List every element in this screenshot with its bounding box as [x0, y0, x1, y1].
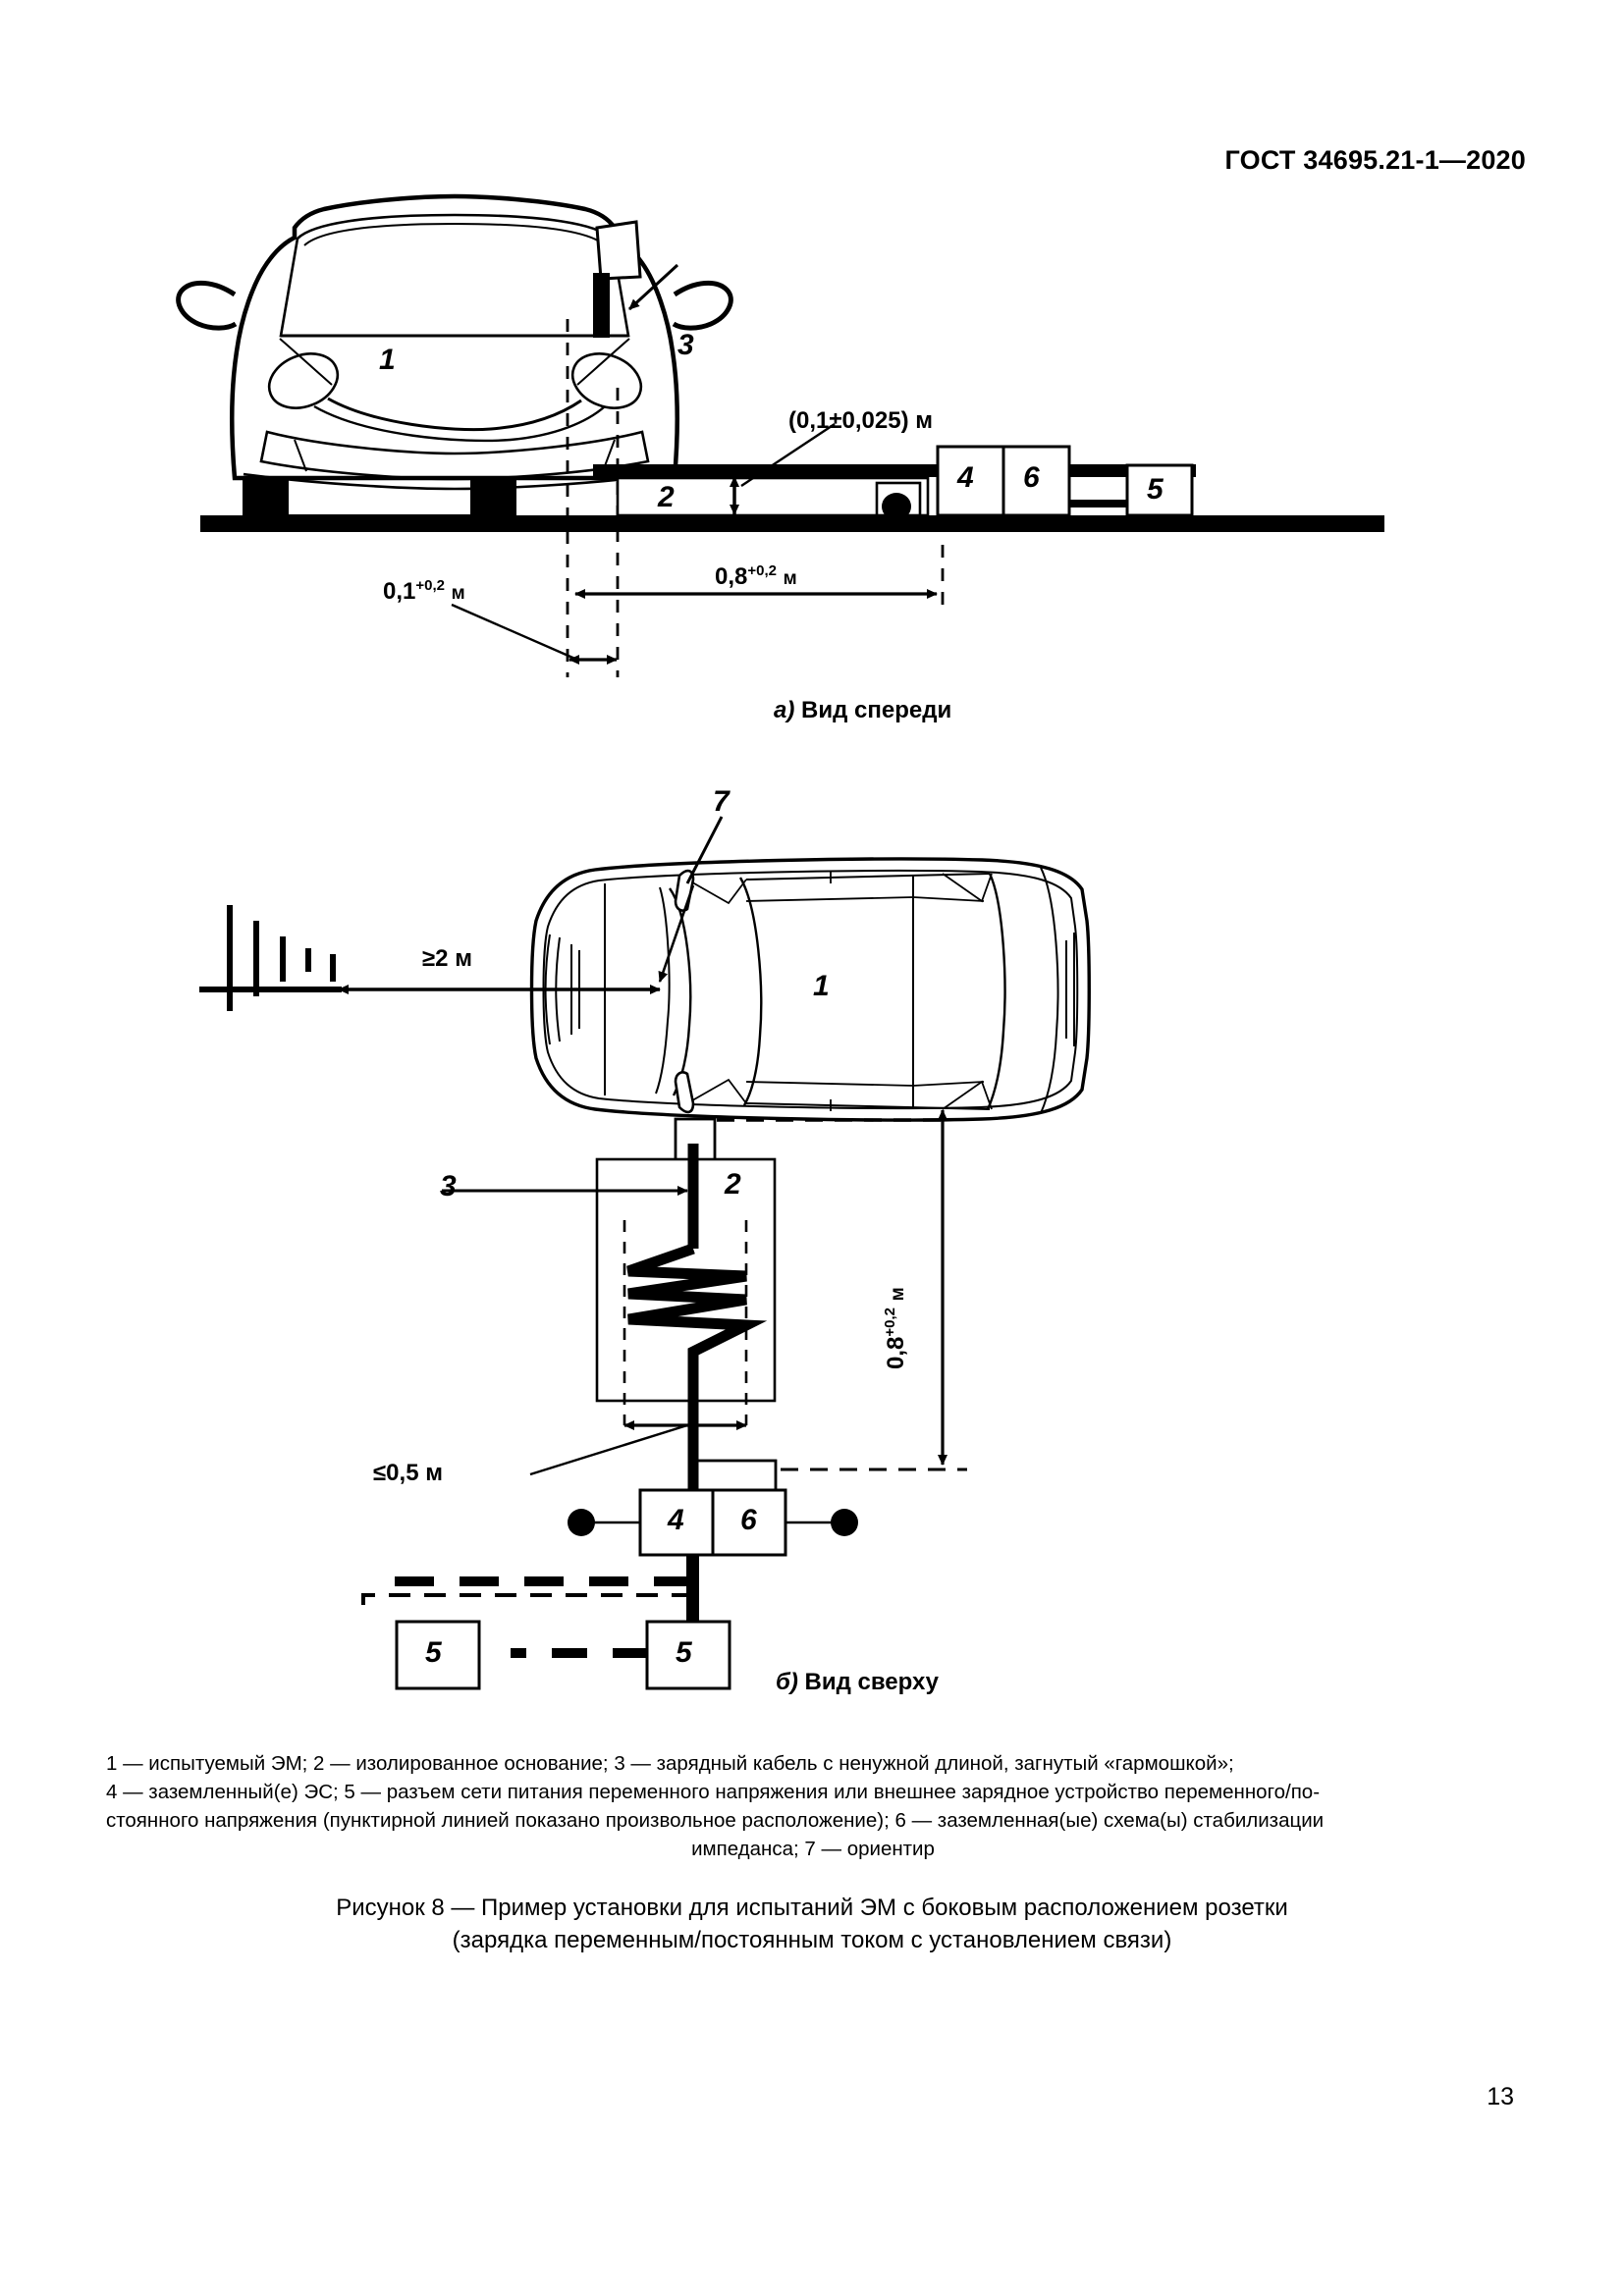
- arbitrary-routing-dashed: [361, 1576, 693, 1658]
- label-item-5-top-right: 5: [676, 1636, 692, 1669]
- caption-front-view: а) Вид спереди: [774, 697, 952, 723]
- figure-caption: Рисунок 8 — Пример установки для испытан…: [0, 1893, 1624, 1956]
- label-item-1-front: 1: [379, 344, 396, 376]
- isolated-base-top: [595, 1157, 777, 1403]
- label-item-5-front: 5: [1147, 473, 1164, 506]
- top-view-group: [199, 816, 1091, 1690]
- antenna-symbol-top: [199, 905, 342, 1011]
- charging-cable-top: [626, 1144, 768, 1531]
- caption-top-view: б) Вид сверху: [776, 1669, 939, 1695]
- leader-item3-front: [627, 263, 679, 311]
- dim-label-0-1-front: 0,1+0,2 м: [383, 577, 465, 605]
- equipment-boxes-top: [568, 1488, 858, 1557]
- label-item-1-top: 1: [813, 970, 830, 1002]
- legend-line-4: импеданса; 7 — ориентир: [691, 1838, 935, 1861]
- label-item-7-top: 7: [713, 785, 730, 818]
- label-item-3-front: 3: [677, 329, 694, 361]
- figure-legend: 1 — испытуемый ЭМ; 2 — изолированное осн…: [106, 1749, 1520, 1863]
- ground-dot-right: [831, 1509, 858, 1536]
- front-view-group: [176, 193, 1384, 677]
- figure-caption-line-1: Рисунок 8 — Пример установки для испытан…: [336, 1895, 1288, 1921]
- label-item-6-front: 6: [1023, 461, 1040, 494]
- front-view-dimension-lines: [451, 589, 938, 665]
- vehicle-front-outline: [176, 193, 733, 491]
- legend-line-1: 1 — испытуемый ЭМ; 2 — изолированное осн…: [106, 1752, 1234, 1775]
- label-item-6-top: 6: [740, 1504, 757, 1536]
- charging-inlet-top: [674, 1117, 717, 1170]
- dim-label-0-8-front: 0,8+0,2 м: [715, 562, 797, 590]
- page-number: 13: [1487, 2083, 1514, 2110]
- leader-0-1-label: [451, 603, 578, 662]
- isolated-base-front: [593, 464, 1196, 520]
- leader-0-5-label: [529, 1423, 688, 1476]
- figure-caption-line-2: (зарядка переменным/постоянным током с у…: [452, 1926, 1172, 1953]
- leader-item7: [685, 816, 724, 884]
- charging-connector-front: [593, 220, 642, 338]
- legend-line-3: стоянного напряжения (пунктирной линией …: [106, 1809, 1325, 1833]
- dim-label-0-5: ≤0,5 м: [373, 1460, 443, 1486]
- label-item-4-front: 4: [957, 461, 974, 494]
- ground-plane-front: [200, 515, 1384, 532]
- dim-label-height-front: (0,1±0,025) м: [788, 407, 933, 434]
- legend-line-2: 4 — заземленный(е) ЭС; 5 — разъем сети п…: [106, 1781, 1321, 1804]
- label-item-3-top: 3: [440, 1170, 457, 1202]
- leader-item7-arrow: [658, 884, 695, 983]
- label-item-2-top: 2: [725, 1168, 741, 1201]
- dim-label-antenna-distance: ≥2 м: [422, 945, 472, 972]
- ground-dot-left: [568, 1509, 595, 1536]
- standard-number-header: ГОСТ 34695.21-1—2020: [1224, 145, 1526, 175]
- label-item-5-top-left: 5: [425, 1636, 442, 1669]
- label-item-2-front: 2: [658, 481, 675, 513]
- dim-label-0-8-top: 0,8+0,2 м: [882, 1287, 909, 1369]
- label-item-4-top: 4: [668, 1504, 684, 1536]
- vehicle-top-outline: [529, 857, 1091, 1122]
